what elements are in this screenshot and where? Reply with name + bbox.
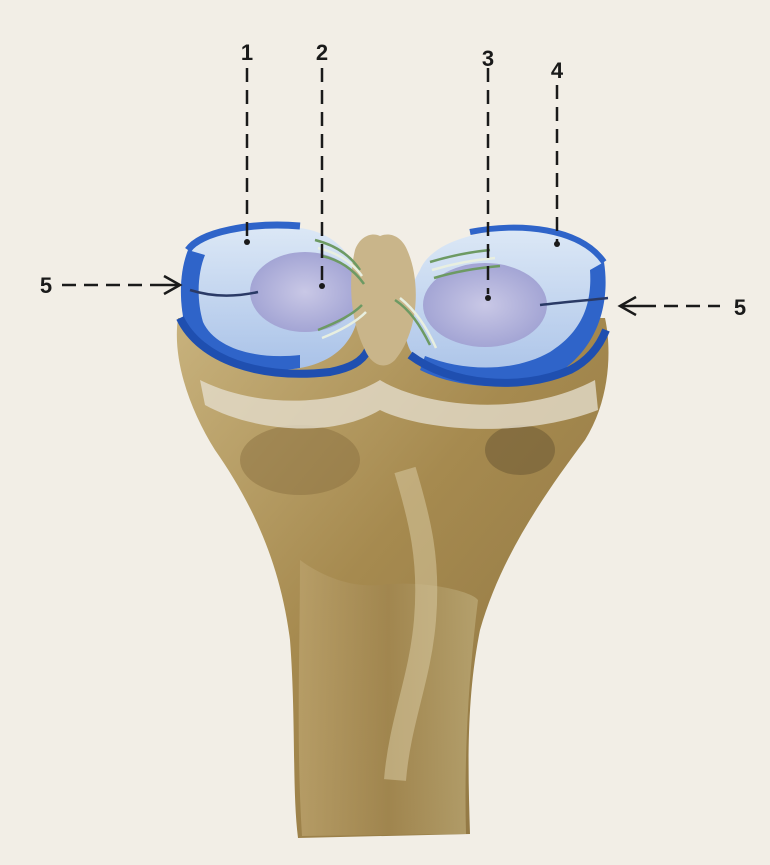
label-4: 4 (551, 58, 564, 83)
label-5-left: 5 (40, 273, 52, 298)
pointer-dot-1 (244, 239, 250, 245)
pointer-dot-3 (485, 295, 491, 301)
tuberosity-shadow (485, 425, 555, 475)
label-1: 1 (241, 40, 253, 65)
medial-shadow (240, 425, 360, 495)
pointer-dot-4 (554, 241, 560, 247)
label-3: 3 (482, 46, 494, 71)
label-5-right: 5 (734, 295, 746, 320)
tibia-shaft (299, 560, 478, 836)
label-2: 2 (316, 40, 328, 65)
pointer-dot-2 (319, 283, 325, 289)
